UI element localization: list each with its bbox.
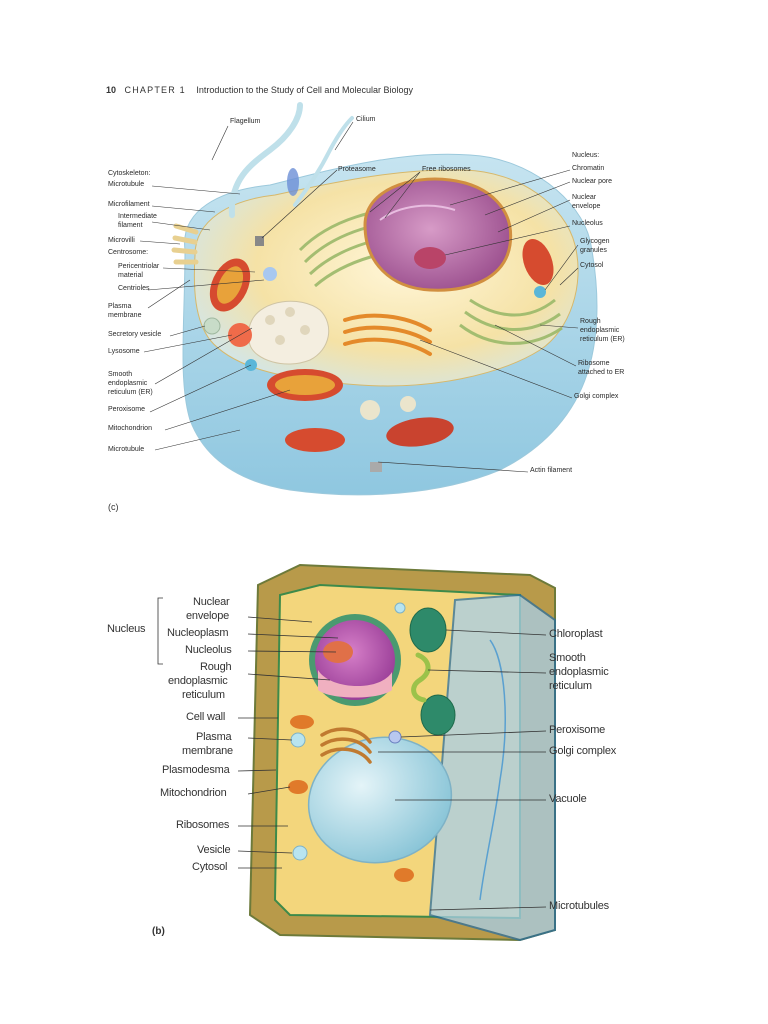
glycogen-shape: [534, 286, 546, 298]
label-endoplasmic: endoplasmic: [108, 380, 148, 387]
label-material: material: [118, 272, 143, 279]
centriole-shape: [263, 267, 277, 281]
vesicle-shape: [360, 400, 380, 420]
label-filament: filament: [118, 222, 143, 229]
label-nucleus: Nucleus:: [572, 152, 600, 159]
label-vacuole: Vacuole: [549, 793, 587, 805]
smooth-er-shape: [247, 300, 330, 365]
label-lysosome: Lysosome: [108, 348, 140, 355]
label-proteasome: Proteasome: [338, 166, 376, 173]
label-microtubules: Microtubules: [549, 900, 609, 912]
label-envelope-b: envelope: [186, 610, 230, 622]
label-flagellum: Flagellum: [230, 118, 261, 125]
label-ribosomes: Ribosomes: [176, 819, 230, 831]
label-nuclear-b: Nuclear: [193, 596, 230, 608]
label-microtubule-top: Microtubule: [108, 181, 145, 188]
label-golgi-complex: Golgi complex: [574, 393, 619, 400]
label-microfilament: Microfilament: [108, 201, 150, 208]
flagellum-shape: [228, 102, 303, 218]
label-endoplasmic-right: endoplasmic: [580, 327, 620, 334]
label-nuclear-pore: Nuclear pore: [572, 178, 613, 185]
label-actin-filament: Actin filament: [530, 467, 573, 474]
label-endoplasmic-b-right: endoplasmic: [549, 666, 609, 678]
label-cytoskeleton: Cytoskeleton:: [108, 170, 151, 177]
label-chromatin: Chromatin: [572, 165, 605, 172]
label-microvilli: Microvilli: [108, 237, 135, 244]
label-golgi-complex-b: Golgi complex: [549, 745, 617, 757]
basal-body-shape: [287, 168, 299, 196]
label-pericentriolar: Pericentriolar: [118, 263, 160, 270]
label-centrioles: Centrioles: [118, 285, 150, 292]
label-centrosome: Centrosome:: [108, 249, 149, 256]
label-membrane: membrane: [108, 312, 142, 319]
label-plasma-b: Plasma: [196, 731, 232, 743]
label-cytosol-b: Cytosol: [192, 861, 228, 873]
label-vesicle: Vesicle: [197, 844, 231, 856]
label-rough-b: Rough: [200, 661, 232, 673]
label-membrane-b: membrane: [182, 745, 233, 757]
label-intermediate: Intermediate: [118, 213, 157, 220]
golgi-shape: [343, 313, 432, 356]
label-nucleoplasm: Nucleoplasm: [167, 627, 229, 639]
proteasome-shape: [370, 462, 382, 472]
page-header: 10 CHAPTER 1 Introduction to the Study o…: [106, 85, 413, 95]
secretory-vesicle-shape: [203, 317, 221, 335]
label-peroxisome: Peroxisome: [108, 406, 145, 413]
label-ribosome: Ribosome: [578, 360, 610, 367]
leader-lines-b: [157, 597, 547, 911]
vesicle-shape: [400, 396, 416, 412]
label-reticulum-er: reticulum (ER): [108, 389, 153, 396]
label-cilium: Cilium: [356, 116, 376, 123]
label-free-ribosomes: Free ribosomes: [422, 166, 471, 173]
label-smooth: Smooth: [108, 371, 133, 378]
label-reticulum-er-right: reticulum (ER): [580, 336, 625, 343]
label-nucleus-bracket: Nucleus: [107, 623, 146, 635]
label-endoplasmic-b: endoplasmic: [168, 675, 228, 687]
chapter-title: Introduction to the Study of Cell and Mo…: [196, 85, 413, 95]
nucleus-shape: [363, 177, 513, 292]
caption-b: (b): [152, 926, 165, 937]
label-chloroplast: Chloroplast: [549, 628, 603, 640]
label-reticulum-b-right: reticulum: [549, 680, 592, 692]
cilium-shape: [293, 116, 354, 207]
label-nucleolus: Nucleolus: [572, 220, 603, 227]
caption-c: (c): [108, 502, 119, 512]
label-envelope: envelope: [572, 203, 601, 210]
proteasome-shape: [255, 236, 264, 246]
label-glycogen: Glycogen: [580, 238, 610, 245]
microvilli-shapes: [171, 223, 199, 265]
label-attached-to-er: attached to ER: [578, 369, 625, 376]
label-reticulum-b: reticulum: [182, 689, 225, 701]
label-secretory-vesicle: Secretory vesicle: [108, 331, 162, 338]
label-microtubule-bottom: Microtubule: [108, 446, 145, 453]
label-rough: Rough: [580, 318, 601, 325]
leader-lines-c: [139, 121, 579, 473]
label-plasmodesma: Plasmodesma: [162, 764, 230, 776]
label-nuclear: Nuclear: [572, 194, 597, 201]
label-plasma: Plasma: [108, 303, 132, 310]
label-peroxisome-b: Peroxisome: [549, 724, 606, 736]
label-mitochondrion: Mitochondrion: [108, 425, 152, 432]
label-smooth-b: Smooth: [549, 652, 586, 664]
page-number: 10: [106, 85, 117, 95]
label-cytosol: Cytosol: [580, 262, 604, 269]
label-nucleolus-b: Nucleolus: [185, 644, 232, 656]
chapter-label: CHAPTER 1: [124, 85, 186, 95]
mitochondria-shapes: [209, 238, 554, 452]
label-granules: granules: [580, 247, 607, 254]
plant-cell-illustration: [248, 563, 556, 942]
label-mitochondrion-b: Mitochondrion: [160, 787, 227, 799]
label-cell-wall: Cell wall: [186, 711, 226, 723]
